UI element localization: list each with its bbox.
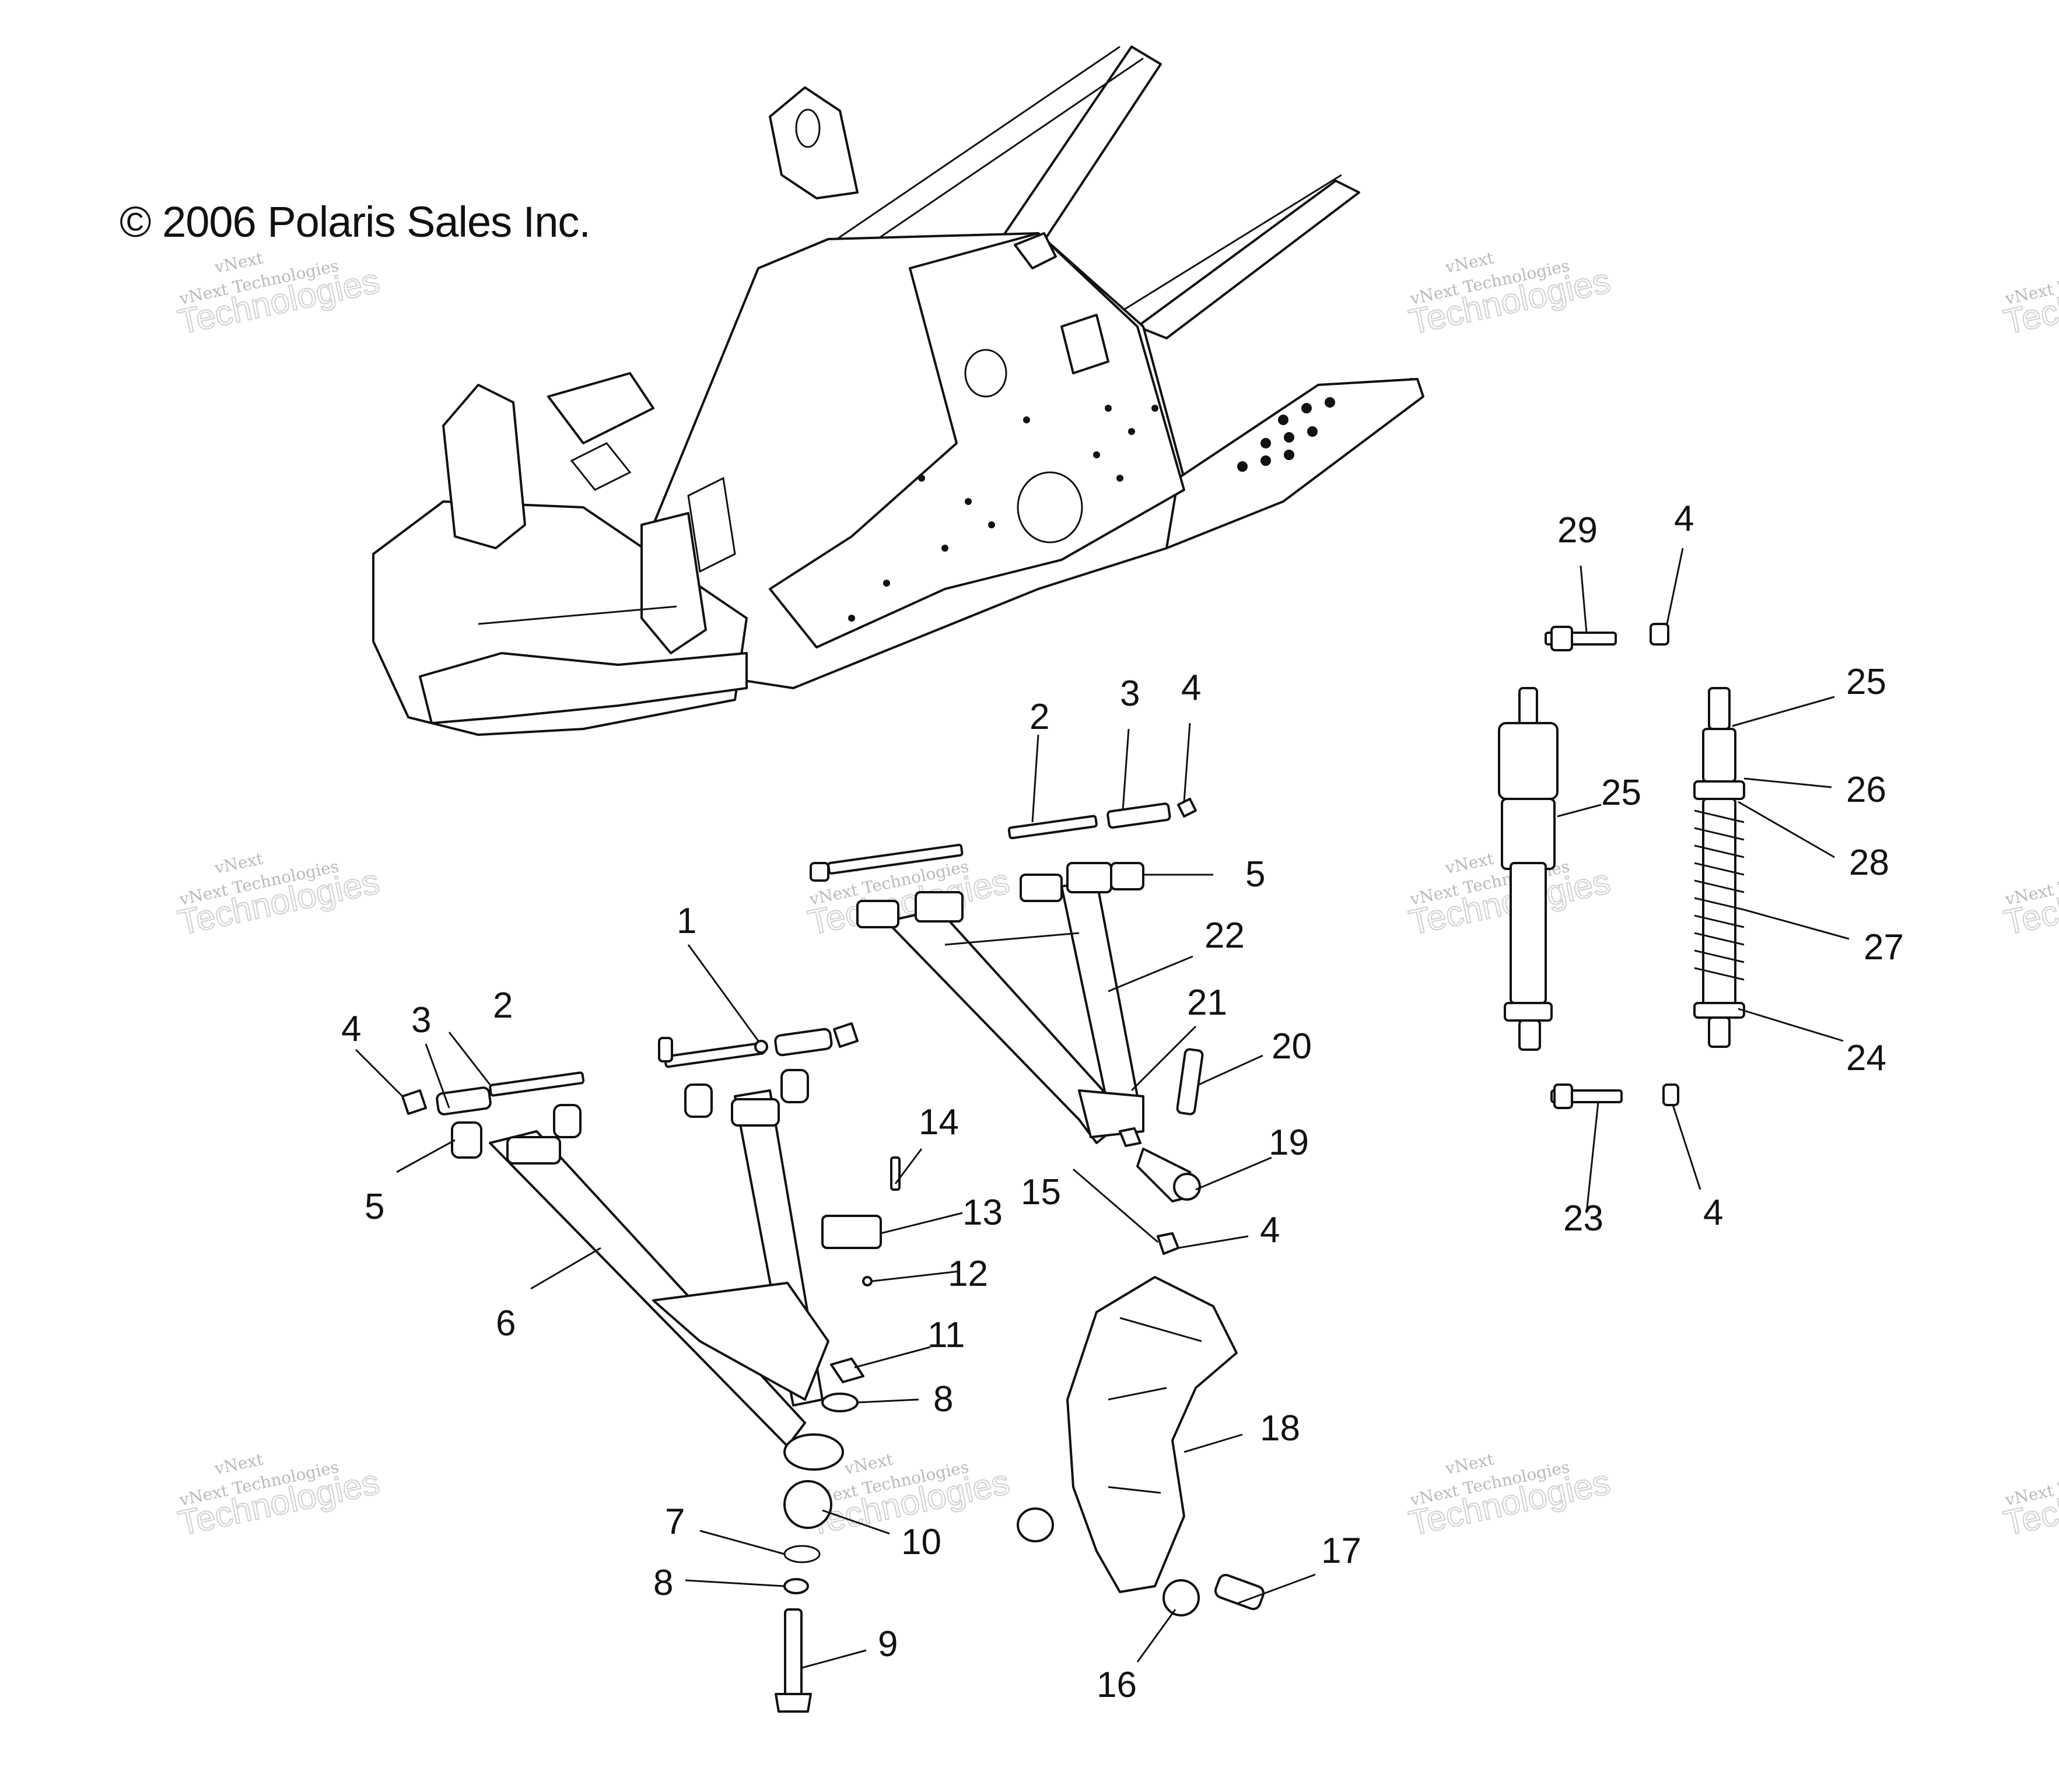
- watermark: vNext Technologies Technologies: [2000, 256, 2059, 342]
- watermark: vNext vNext Technologies Technologies: [174, 248, 384, 342]
- callout-4: 4: [1703, 1193, 1723, 1233]
- callout-9: 9: [878, 1624, 898, 1664]
- callout-2: 2: [1030, 697, 1049, 737]
- shock-hardware-top: [1545, 623, 1669, 651]
- lower-a-arm: [401, 1022, 859, 1471]
- callout-6: 6: [496, 1303, 516, 1344]
- watermark: vNext vNext Technologies Technologies: [174, 1449, 384, 1543]
- callout-11: 11: [927, 1315, 965, 1355]
- callout-16: 16: [1097, 1665, 1137, 1705]
- callout-7: 7: [665, 1502, 685, 1542]
- watermark: vNext vNext Technologies Technologies: [1405, 248, 1615, 342]
- small-hardware: [775, 1156, 901, 1713]
- chassis-bulkhead: [372, 45, 1424, 736]
- callout-28: 28: [1849, 843, 1889, 883]
- callout-5: 5: [1245, 854, 1265, 895]
- watermark: vNext Technologies Technologies: [2000, 857, 2059, 943]
- callout-4: 4: [1181, 668, 1201, 708]
- callout-12: 12: [948, 1254, 988, 1294]
- spindle: [1017, 1276, 1265, 1616]
- callout-21: 21: [1187, 983, 1227, 1023]
- callout-26: 26: [1846, 770, 1886, 810]
- frame-holes: [848, 397, 1335, 622]
- callout-3: 3: [1120, 674, 1140, 714]
- upper-arm-hardware: [810, 798, 1197, 882]
- callout-22: 22: [1204, 916, 1245, 956]
- watermark: vNext vNext Technologies Technologies: [174, 848, 384, 942]
- shock-hardware-bottom: [1550, 1083, 1679, 1109]
- callout-1: 1: [677, 901, 696, 941]
- callout-15: 15: [1021, 1172, 1061, 1212]
- callout-4: 4: [1674, 499, 1694, 539]
- callout-24: 24: [1846, 1038, 1886, 1078]
- callout-4: 4: [1260, 1210, 1280, 1250]
- shock-absorber-left: [1498, 687, 1559, 1051]
- watermark-line3: Technologies: [2001, 861, 2059, 942]
- callout-4: 4: [341, 1009, 361, 1049]
- callout-3: 3: [411, 1000, 431, 1040]
- tie-rod-end: [1119, 1048, 1204, 1255]
- callout-labels: 1 2 2 3 3 4 4 4 4 4 5 5 6 7 8 8 9 10 11 …: [341, 499, 1904, 1705]
- callout-13: 13: [962, 1193, 1003, 1233]
- watermark-line3: Technologies: [2001, 1462, 2059, 1542]
- callout-17: 17: [1321, 1531, 1361, 1571]
- callout-18: 18: [1260, 1408, 1300, 1449]
- watermark: vNext Technologies Technologies: [2000, 1457, 2059, 1544]
- leader-lines: [355, 548, 1850, 1669]
- callout-8: 8: [653, 1563, 673, 1603]
- callout-10: 10: [901, 1522, 941, 1562]
- callout-20: 20: [1272, 1026, 1312, 1067]
- callout-25: 25: [1846, 662, 1886, 702]
- callout-8: 8: [933, 1379, 953, 1419]
- callout-19: 19: [1269, 1123, 1309, 1163]
- copyright-notice: © 2006 Polaris Sales Inc.: [120, 198, 591, 246]
- callout-2: 2: [493, 986, 513, 1026]
- callout-23: 23: [1563, 1198, 1603, 1239]
- upper-a-arm: [856, 862, 1144, 1144]
- callout-25: 25: [1601, 773, 1641, 813]
- callout-29: 29: [1557, 510, 1598, 550]
- watermark: vNext vNext Technologies Technologies: [1405, 1449, 1615, 1543]
- watermark-line3: Technologies: [2001, 261, 2059, 341]
- callout-5: 5: [365, 1187, 384, 1227]
- shock-absorber-right: [1693, 687, 1745, 1048]
- callout-14: 14: [919, 1102, 959, 1142]
- callout-27: 27: [1864, 927, 1904, 967]
